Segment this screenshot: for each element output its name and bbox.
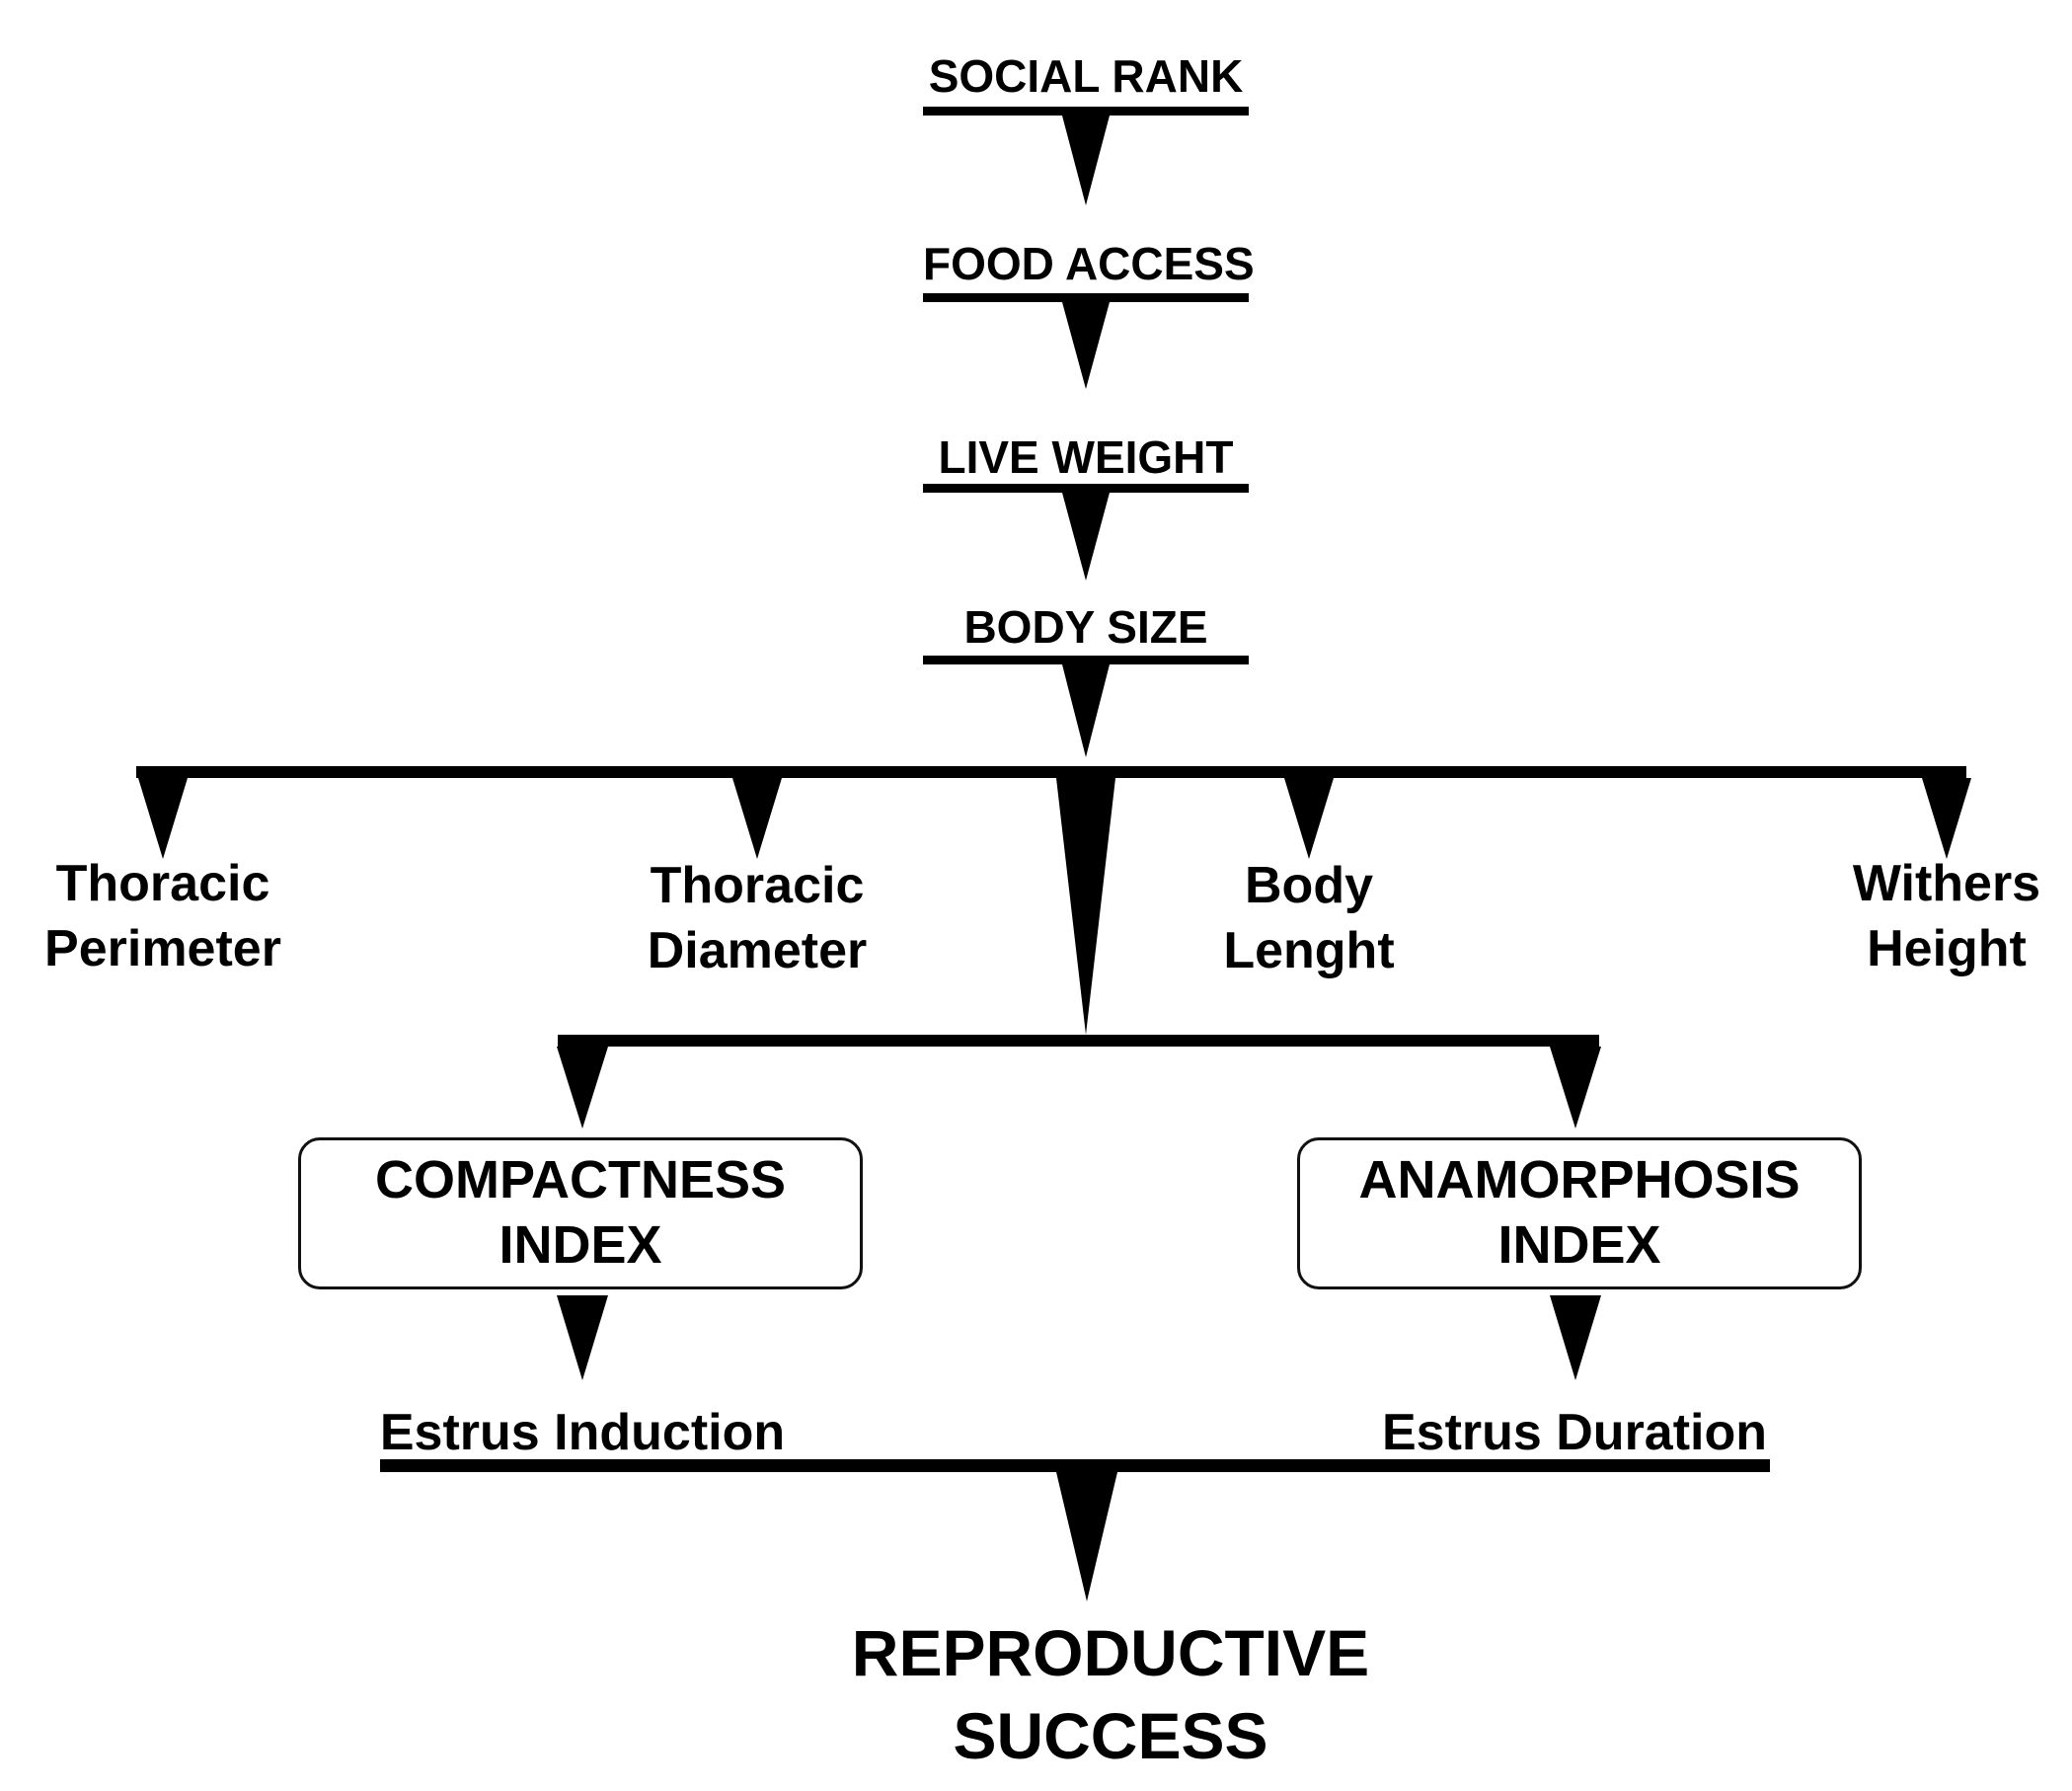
arrow-to-compactness	[557, 1047, 608, 1129]
live-weight-underline	[923, 484, 1249, 493]
body-size-label: BODY SIZE	[963, 601, 1208, 653]
compactness-index-box	[298, 1137, 863, 1289]
withers-height-label: Withers Height	[1852, 855, 2041, 977]
estrus-duration-label: Estrus Duration	[1381, 1404, 1768, 1461]
body-lenght-label: Body Lenght	[1223, 857, 1395, 979]
anamorphosis-index-box	[1297, 1137, 1862, 1289]
index-bar	[558, 1035, 1599, 1047]
arrow-center-trunk	[1056, 778, 1115, 1035]
arrow-weight-to-size	[1062, 493, 1110, 581]
arrow-withers-height	[1922, 778, 1971, 859]
arrow-to-reproductive-success	[1056, 1472, 1117, 1601]
estrus-bar	[380, 1459, 1770, 1472]
arrow-to-anamorphosis	[1550, 1047, 1601, 1129]
social-rank-label: SOCIAL RANK	[928, 50, 1244, 102]
arrow-thoracic-diameter	[732, 778, 782, 859]
measurements-bar	[136, 766, 1966, 778]
thoracic-perimeter-label: Thoracic Perimeter	[44, 855, 281, 977]
body-size-underline	[923, 656, 1249, 664]
arrow-body-lenght	[1284, 778, 1334, 859]
reproductive-success-label: REPRODUCTIVE SUCCESS	[851, 1616, 1370, 1772]
compactness-index-label: COMPACTNESS INDEX	[374, 1150, 787, 1275]
arrow-food-to-weight	[1062, 302, 1110, 389]
arrow-social-to-food	[1062, 116, 1110, 205]
arrow-compactness-to-induction	[557, 1295, 608, 1380]
live-weight-label: LIVE WEIGHT	[938, 431, 1234, 483]
estrus-induction-label: Estrus Induction	[379, 1404, 786, 1461]
food-access-underline	[923, 293, 1249, 302]
anamorphosis-index-label: ANAMORPHOSIS INDEX	[1358, 1150, 1801, 1275]
food-access-label: FOOD ACCESS	[923, 238, 1255, 289]
social-rank-underline	[923, 107, 1249, 116]
arrow-thoracic-perimeter	[138, 778, 188, 859]
thoracic-diameter-label: Thoracic Diameter	[647, 857, 868, 979]
arrow-anamorphosis-to-duration	[1550, 1295, 1601, 1380]
arrow-size-to-measures	[1062, 664, 1110, 757]
